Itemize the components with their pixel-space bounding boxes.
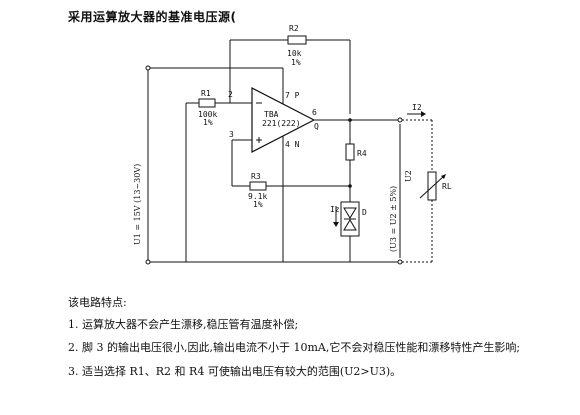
diode-current: Iz — [330, 205, 340, 214]
i2-label: I2 — [412, 103, 422, 112]
diode-name: D — [362, 208, 367, 217]
output-node — [314, 118, 400, 202]
features-heading: 该电路特点: — [68, 296, 127, 309]
r1-tolerance: 1% — [203, 118, 213, 127]
r1-value: 100k — [198, 110, 217, 119]
opamp — [230, 67, 316, 262]
r2-tolerance: 1% — [291, 58, 301, 67]
load-resistor — [419, 171, 446, 201]
opamp-pin2: 2 — [228, 90, 233, 99]
circuit-diagram: U1 = 15V (13~30V) R2 10k 1% R1 100k 1% 2… — [133, 24, 452, 265]
circuit-features: 该电路特点: 1. 运算放大器不会产生漂移,稳压管有温度补偿; 2. 脚 3 的… — [68, 294, 568, 386]
r3-tolerance: 1% — [253, 200, 263, 209]
r4-name: R4 — [357, 149, 367, 158]
r3-value: 9.1k — [248, 192, 267, 201]
load-name: RL — [442, 182, 452, 191]
r2-name: R2 — [289, 24, 299, 33]
r3-resistor — [232, 181, 350, 191]
feature-item-2: 2. 脚 3 的输出电压很小,因此,输出电流不小于 10mA,它不会对稳压性能和… — [68, 341, 521, 355]
output-terminals — [397, 117, 433, 265]
zener-diode — [340, 201, 360, 262]
opamp-model-variant: 221(222) — [262, 119, 301, 128]
r1-resistor — [185, 98, 252, 262]
r2-resistor — [229, 35, 351, 114]
u3-label: (U3 = U2 ± 5%) — [389, 186, 398, 252]
diagram-title: 采用运算放大器的基准电压源( — [68, 10, 237, 24]
opamp-pin3: 3 — [229, 130, 234, 139]
opamp-model: TBA — [264, 110, 279, 119]
opamp-pin4: 4 N — [285, 140, 300, 149]
r1-name: R1 — [201, 89, 211, 98]
r2-value: 10k — [287, 49, 302, 58]
feature-item-3: 3. 适当选择 R1、R2 和 R4 可使输出电压有较大的范围(U2>U3)。 — [68, 364, 402, 378]
supply-label: U1 = 15V (13~30V) — [133, 164, 142, 245]
r3-name: R3 — [251, 172, 261, 181]
feature-item-1: 1. 运算放大器不会产生漂移,稳压管有温度补偿; — [68, 317, 299, 331]
opamp-output-q: Q — [314, 122, 319, 131]
i2-arrow-head — [421, 111, 426, 117]
opamp-pin6: 6 — [312, 108, 317, 117]
supply-rail — [145, 65, 400, 265]
noninverting-input — [231, 139, 252, 186]
opamp-pin7: 7 P — [285, 91, 300, 100]
u2-label: U2 — [404, 170, 413, 182]
iz-arrow-head — [333, 222, 339, 227]
